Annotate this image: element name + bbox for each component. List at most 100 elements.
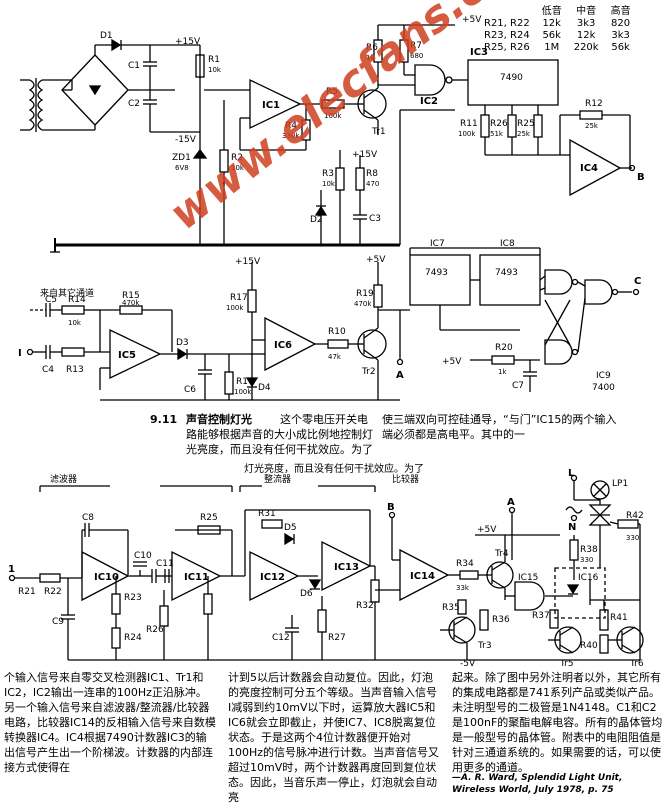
- label-r42: R42: [626, 511, 644, 521]
- label-r17-value: 100k: [226, 304, 244, 312]
- label-r37: R37: [532, 611, 550, 621]
- label-ic5: IC5: [118, 350, 136, 361]
- transistor-tr6: [608, 626, 644, 654]
- label-tr4: Tr4: [494, 549, 509, 559]
- transistor-tr5: [548, 626, 582, 654]
- label-plus5-mid: +5V: [366, 255, 386, 265]
- label-c8: C8: [82, 513, 94, 523]
- label-r20: R20: [495, 343, 513, 353]
- caption-body-right: 使三端双向可控硅通导，“与门”IC15的两个输入端必须都是高电平。其中的一: [382, 413, 617, 441]
- table-header: 高音: [610, 6, 631, 17]
- label-r15: R15: [122, 291, 140, 301]
- label-d1: D1: [100, 31, 113, 41]
- label-ic3: IC3: [470, 47, 488, 58]
- figure-title: 声音控制灯光: [186, 413, 252, 426]
- label-r11: R11: [460, 119, 478, 129]
- label-c3: C3: [369, 214, 381, 224]
- chip-ic8: [479, 254, 541, 306]
- label-in-b: B: [387, 502, 395, 513]
- transformer-symbol: [20, 78, 72, 132]
- label-lp1: LP1: [612, 479, 628, 489]
- label-out-b: B: [637, 172, 645, 183]
- label-c1: C1: [128, 61, 140, 71]
- label-plus5-bottom: +5V: [477, 525, 497, 535]
- label-r11-value: 100k: [458, 130, 476, 138]
- label-plus15: +15V: [175, 37, 201, 47]
- opamp-ic1: [249, 78, 302, 130]
- label-out-c: C: [634, 276, 641, 287]
- label-r21: R21: [18, 587, 36, 597]
- label-ic7: IC7: [430, 239, 445, 249]
- label-r5-value: 100k: [324, 112, 342, 120]
- label-c2: C2: [128, 99, 140, 109]
- mid-circuit: 来自其它通道 C5 R14 10k R15 470k I C4 R13 IC5 …: [18, 239, 641, 401]
- label-ic12: IC12: [260, 572, 285, 583]
- table-cell: 220k: [573, 41, 599, 53]
- label-c9: C9: [52, 617, 64, 627]
- label-line-l: L: [568, 468, 575, 479]
- label-r2-value: 10k: [231, 164, 245, 172]
- label-plus15b: +15V: [352, 150, 378, 160]
- caption-body-left: 这个零电压开关电路能够根据声音的大小成比例地控制灯光亮度，而且没有任何干扰效应。…: [186, 413, 373, 456]
- label-tr2: Tr2: [361, 367, 376, 377]
- opamp-ic5: [109, 328, 162, 380]
- label-c10: C10: [134, 551, 152, 561]
- label-r35: R35: [442, 603, 460, 613]
- nand-gates-ic9: [544, 269, 632, 365]
- transistor-tr1: [357, 87, 387, 121]
- label-r4: R4: [285, 121, 297, 131]
- label-r6-value: 1k: [366, 54, 375, 62]
- label-r1-value: 10k: [208, 66, 222, 74]
- table-cell: 3k3: [576, 17, 596, 29]
- label-r26-b: R26: [146, 625, 164, 635]
- label-plus15-mid: +15V: [235, 257, 261, 267]
- label-rectifier: 整流器: [264, 473, 291, 485]
- label-tr5: Tr5: [559, 659, 574, 669]
- label-d4: D4: [258, 383, 271, 393]
- body-column-2: 计到5以后计数器会自动复位。因此，灯泡的亮度控制可分五个等级。当声音输入信号I减…: [228, 671, 440, 804]
- label-r42-value: 330: [626, 534, 639, 542]
- label-ic1: IC1: [262, 100, 280, 111]
- label-chip7400: 7400: [592, 383, 615, 393]
- credit-line: —A. R. Ward, Splendid Light Unit, Wirele…: [452, 773, 623, 795]
- label-d6: D6: [300, 589, 313, 599]
- label-r4-value: 330k: [282, 132, 300, 140]
- label-r3: R3: [322, 169, 334, 179]
- table-cell: 820: [611, 17, 631, 29]
- label-r31: R31: [258, 509, 276, 519]
- label-chip7493a: 7493: [425, 268, 448, 278]
- label-ic16: IC16: [578, 573, 599, 583]
- opamp-ic13: [321, 540, 372, 592]
- label-r20-value: 1k: [498, 368, 507, 376]
- label-c11: C11: [156, 559, 174, 569]
- label-tr1: Tr1: [371, 127, 386, 137]
- opamp-ic10: [81, 550, 130, 602]
- label-r12-value: 25k: [585, 122, 599, 130]
- label-ic2: IC2: [420, 96, 438, 107]
- label-chip7490: 7490: [500, 73, 523, 83]
- label-ic14: IC14: [410, 571, 435, 582]
- table-header: 低音: [541, 6, 562, 17]
- optocoupler-ic16: [554, 567, 606, 619]
- opamp-ic14: [399, 548, 450, 602]
- label-r24: R24: [124, 633, 142, 643]
- section-repeat-text: 灯光亮度，而且没有任何干扰效应。为了: [244, 464, 424, 475]
- label-r7: R7: [410, 41, 422, 51]
- label-plus5: +5V: [462, 15, 482, 25]
- label-r34-value: 33k: [456, 584, 470, 592]
- label-r34: R34: [456, 559, 474, 569]
- label-input-1: 1: [8, 564, 15, 575]
- label-c4: C4: [42, 365, 54, 375]
- label-r14: R14: [68, 295, 86, 305]
- label-r19: R19: [356, 289, 374, 299]
- label-neutral-n: N: [568, 522, 576, 533]
- label-ic4: IC4: [580, 163, 598, 174]
- table-cell: 56k: [611, 41, 630, 53]
- label-r16: R16: [236, 377, 254, 387]
- table-row-label: R23, R24: [484, 29, 530, 41]
- label-r38: R38: [580, 545, 598, 555]
- body-column-3: 起来。除了图中另外注明者以外，其它所有的集成电路都是741系列产品或类似产品。未…: [452, 671, 663, 774]
- label-r16-value: 100k: [234, 388, 252, 396]
- and-gate-ic15: [514, 581, 545, 611]
